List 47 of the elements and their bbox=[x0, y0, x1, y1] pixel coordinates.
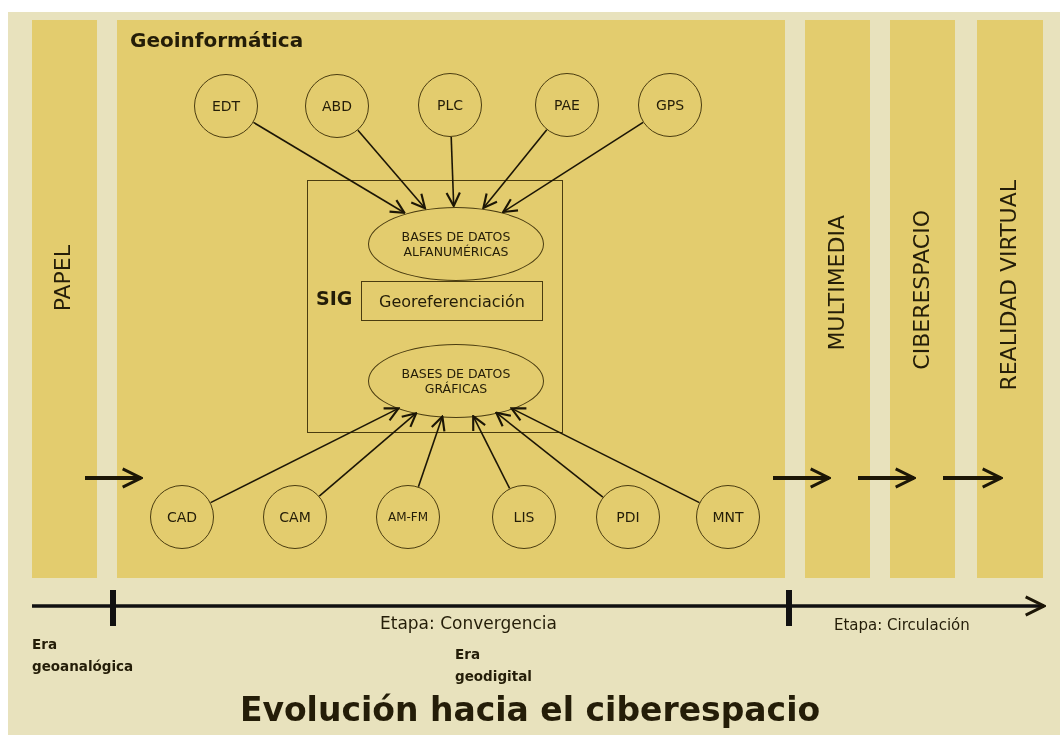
node-label: EDT bbox=[211, 98, 241, 114]
timeline-label: Etapa: Convergencia bbox=[380, 612, 557, 635]
group-title: SIG bbox=[316, 287, 353, 309]
timeline-label: Era geodigital bbox=[455, 645, 532, 686]
node-label: GPS bbox=[655, 97, 685, 113]
node-label: MNT bbox=[712, 509, 744, 525]
vertical-band bbox=[977, 20, 1043, 578]
node-label: ABD bbox=[322, 98, 352, 114]
arrow bbox=[510, 407, 701, 504]
band-label: REALIDAD VIRTUAL bbox=[996, 180, 1021, 391]
timeline-label: Etapa: Circulación bbox=[834, 615, 970, 636]
band-label: CIBERESPACIO bbox=[909, 210, 934, 370]
node-label: AM-FM bbox=[387, 510, 429, 524]
arrow bbox=[417, 415, 446, 488]
node-label: PLC bbox=[437, 97, 463, 113]
node-label: PAE bbox=[554, 97, 580, 113]
arrow bbox=[85, 467, 143, 489]
arrow bbox=[482, 129, 548, 210]
band-label: MULTIMEDIA bbox=[824, 215, 849, 351]
vertical-band bbox=[32, 20, 97, 578]
node-label: CAM bbox=[279, 509, 311, 525]
vertical-band bbox=[890, 20, 955, 578]
arrow bbox=[502, 121, 644, 214]
arrow bbox=[495, 411, 604, 498]
node-label: Georeferenciación bbox=[379, 291, 525, 311]
node-label: BASES DE DATOS GRÁFICAS bbox=[400, 366, 512, 396]
arrow bbox=[209, 407, 400, 504]
timeline-label: Era geoanalógica bbox=[32, 635, 134, 676]
arrow bbox=[357, 129, 427, 210]
arrow bbox=[943, 467, 1003, 489]
arrow bbox=[445, 136, 461, 208]
node-label: PDI bbox=[616, 509, 640, 525]
node-label: CAD bbox=[166, 509, 198, 525]
system-box bbox=[307, 180, 563, 433]
arrow bbox=[318, 412, 418, 497]
band-label: PAPEL bbox=[50, 245, 75, 312]
title: Evolución hacia el ciberespacio bbox=[238, 690, 822, 730]
node-label: BASES DE DATOS ALFANUMÉRICAS bbox=[400, 229, 512, 259]
container-panel bbox=[117, 20, 785, 578]
panel-title: Geoinformática bbox=[130, 28, 304, 52]
arrow bbox=[252, 121, 406, 214]
label-box bbox=[361, 281, 543, 321]
arrow bbox=[858, 467, 916, 489]
node-label: LIS bbox=[513, 509, 535, 525]
vertical-band bbox=[805, 20, 870, 578]
arrow bbox=[773, 467, 831, 489]
arrow bbox=[472, 415, 511, 490]
